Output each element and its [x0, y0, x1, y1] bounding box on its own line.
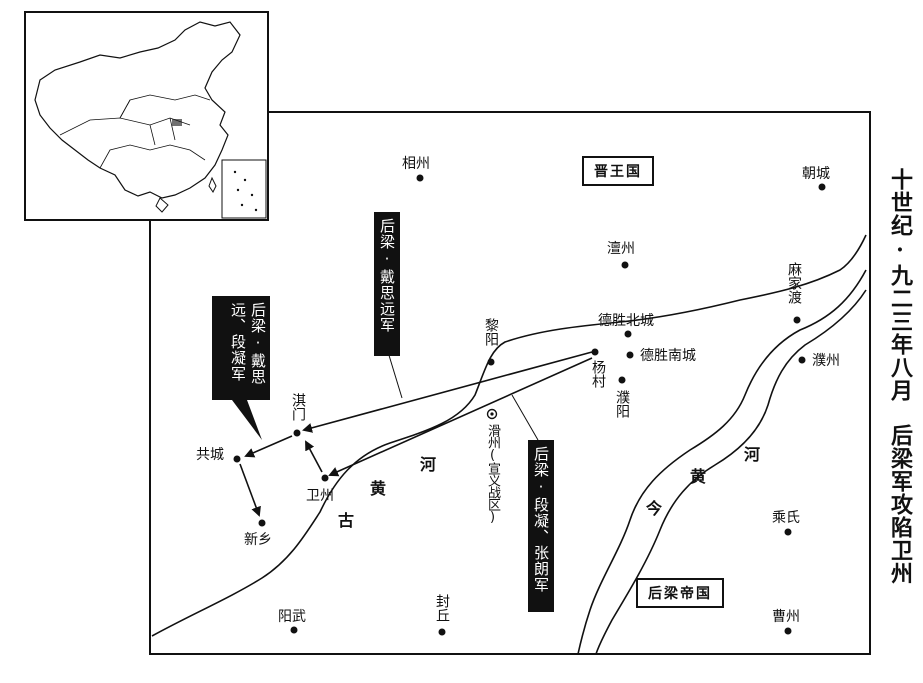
- dot-caozhou: [784, 627, 792, 635]
- pointer-dai-duan: [226, 392, 262, 440]
- dot-weizhou: [321, 474, 329, 482]
- label-deshengbei: 德胜北城: [598, 313, 654, 329]
- ancient-yellow-river: [151, 234, 867, 637]
- label-caozhou: 曹州: [772, 609, 800, 625]
- state-jin: 晋王国: [582, 156, 654, 186]
- modern-yellow-river-north: [577, 269, 867, 655]
- river-label-he2: 河: [744, 445, 760, 464]
- dot-deshengbei: [624, 330, 632, 338]
- map-title-2: 后梁军攻陷卫州: [874, 424, 914, 585]
- dot-puyang: [618, 376, 626, 384]
- label-puzhou: 濮州: [812, 353, 840, 369]
- river-label-gu: 古: [338, 511, 354, 530]
- dot-majiadu: [793, 316, 801, 324]
- label-puyang: 濮阳: [614, 390, 630, 418]
- map-title-line2: 后梁军攻陷卫州: [887, 424, 913, 585]
- arrow-yangcun-qimen: [302, 351, 593, 433]
- dot-fengqiu: [438, 628, 446, 636]
- label-yangwu: 阳武: [278, 609, 306, 625]
- inset-map: [24, 11, 269, 221]
- river-label-huang2: 黄: [690, 467, 706, 486]
- modern-yellow-river-south: [595, 289, 867, 655]
- city-dots: [233, 174, 826, 636]
- dot-yangwu: [290, 626, 298, 634]
- label-liyang: 黎阳: [483, 318, 499, 346]
- label-chanzhou: 澶州: [607, 240, 635, 257]
- label-huazhou: 滑州(宣义战区): [485, 424, 500, 524]
- dot-chanzhou: [621, 261, 629, 269]
- army-dai-siyuan: 后梁·戴思远军: [374, 212, 400, 356]
- dot-qimen: [293, 429, 301, 437]
- label-majiadu: 麻家渡: [786, 262, 802, 304]
- army-duan-zhang: 后梁·段凝、张朗军: [528, 440, 554, 612]
- river-label-he1: 河: [420, 455, 436, 474]
- dot-puzhou: [798, 356, 806, 364]
- label-yangcun: 杨村: [590, 360, 606, 388]
- pointer-duan-zhang: [511, 394, 539, 441]
- label-fengqiu: 封丘: [434, 594, 450, 622]
- china-outline: [34, 21, 241, 199]
- map-title: 十世纪·九二三年八月: [874, 168, 914, 402]
- river-label-huang1: 黄: [370, 479, 386, 498]
- dot-xinxiang: [258, 519, 266, 527]
- label-qimen: 淇门: [290, 393, 306, 421]
- label-xiangzhou: 相州: [402, 156, 430, 172]
- dot-chengshi: [784, 528, 792, 536]
- dot-gongcheng: [233, 455, 241, 463]
- arrow-gongcheng-xinxiang: [239, 463, 261, 517]
- label-deshengnan: 德胜南城: [640, 348, 696, 364]
- location-marker: [172, 119, 182, 126]
- label-weizhou: 卫州: [306, 488, 334, 504]
- dot-liyang: [487, 358, 495, 366]
- dot-xiangzhou: [416, 174, 424, 182]
- label-xinxiang: 新乡: [244, 532, 272, 548]
- pointer-dai-siyuan: [387, 351, 403, 399]
- arrow-qimen-gongcheng: [244, 435, 293, 458]
- label-gongcheng: 共城: [196, 447, 224, 463]
- label-chengshi: 乘氏: [772, 510, 800, 526]
- label-chaocheng: 朝城: [802, 166, 830, 182]
- state-houliang: 后梁帝国: [636, 578, 724, 608]
- river-label-jin: 今: [645, 499, 662, 518]
- arrow-weizhou-qimen: [305, 440, 323, 473]
- dot-yangcun: [591, 348, 599, 356]
- dot-deshengnan: [626, 351, 634, 359]
- arrow-yangcun-weizhou: [328, 357, 593, 477]
- army-dai-duan: 后梁·戴思远、段凝军: [212, 296, 270, 400]
- army-dai-duan-label: 后梁·戴思远、段凝军: [229, 302, 267, 385]
- map-title-line1: 十世纪·九二三年八月: [887, 168, 913, 402]
- dot-chaocheng: [818, 183, 826, 191]
